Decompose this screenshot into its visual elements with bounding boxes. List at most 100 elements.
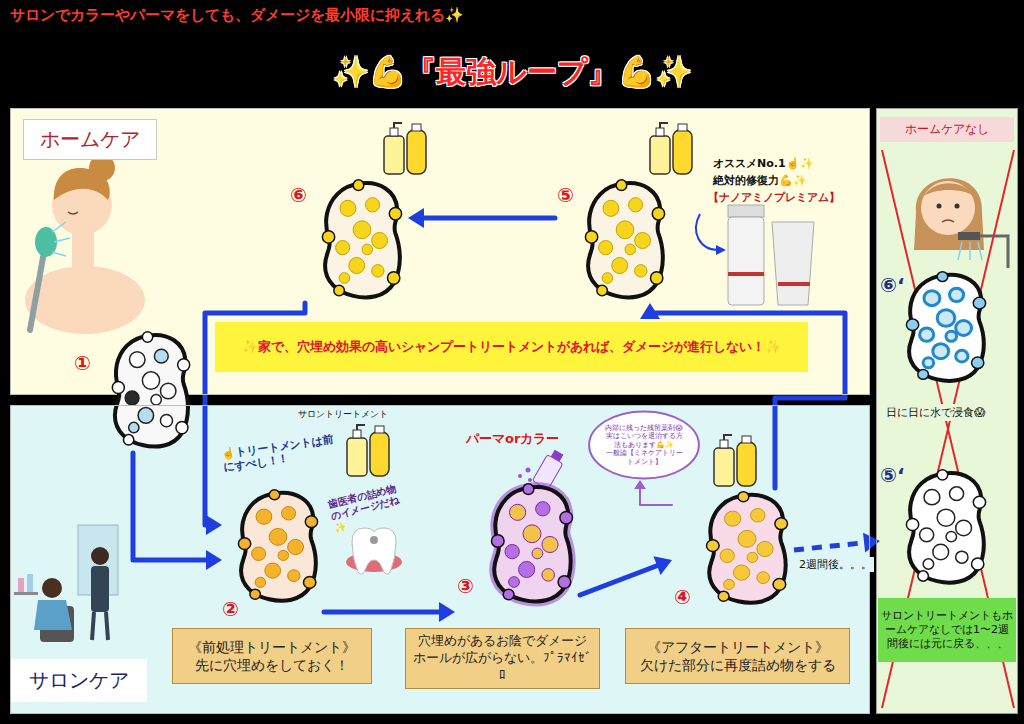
hair-strand (923, 559, 934, 569)
hair-stage: ④ (672, 488, 794, 612)
panel-label: ホームケア (23, 119, 157, 160)
hair-strand (599, 241, 613, 255)
hair-strand (282, 507, 296, 520)
hair-strand (738, 530, 756, 547)
arrow-head (206, 550, 222, 570)
hair-strand (972, 558, 984, 570)
hair-strand (334, 285, 345, 296)
step-number: ⑤‘ (880, 464, 905, 486)
product-bottles (728, 272, 764, 276)
product-bottles (696, 205, 814, 305)
hair-strand (902, 468, 990, 588)
hair-strand (372, 265, 384, 278)
hair-strand (176, 422, 188, 434)
hair-strand (112, 381, 124, 393)
arrow-head (653, 556, 672, 575)
arrow-line (580, 564, 662, 595)
hair-strand (372, 232, 388, 248)
hair-strand (288, 570, 300, 582)
hair-strand (349, 257, 365, 273)
spray-bottle (551, 450, 564, 462)
hair-strand (503, 589, 514, 600)
node-text: 穴埋めがあるお陰でダメージホールが広がらない。ﾌﾟﾗﾏｲｾﾞﾛ (412, 633, 593, 684)
hair-stage: ⑤ (555, 178, 671, 303)
hair-strand (238, 538, 250, 550)
hair-strand (142, 332, 152, 342)
hair-strand (389, 207, 401, 220)
salon-scene (14, 525, 118, 642)
node-text: 《アフタートリートメント》 (647, 638, 829, 656)
hair-strand (269, 490, 280, 500)
hair-strand (707, 540, 720, 552)
product-name: 【ナノアミノプレミアム】 (708, 190, 840, 205)
worried-woman (914, 178, 984, 250)
hair-strand (902, 270, 990, 386)
hair-strand (973, 297, 985, 309)
home-panel-fill (10, 108, 870, 395)
hair-strand (775, 518, 788, 530)
product-bottles (716, 245, 726, 255)
hair-strand (906, 519, 918, 531)
hair-strand (725, 511, 741, 526)
treatment-bottles (347, 425, 389, 476)
cross-out (882, 150, 1014, 708)
status-note: 日に日に水で浸食😱 (884, 404, 987, 421)
worried-woman (924, 183, 974, 196)
product-bottles (728, 205, 764, 217)
hair-strand (757, 541, 773, 556)
hair-strand (738, 492, 749, 502)
hair-strand (388, 272, 400, 285)
flow-arrow (408, 208, 555, 228)
hair-strand (142, 372, 159, 389)
hair-strand (178, 359, 190, 371)
hair-strand (612, 257, 628, 273)
hair-strand (602, 273, 613, 284)
tooth (346, 528, 402, 574)
hair-strand (123, 435, 133, 445)
hair-strand (255, 577, 266, 587)
hair-strand (108, 330, 194, 452)
hair-strand (362, 244, 373, 255)
hair-strand (288, 539, 304, 554)
hair-strand (933, 344, 949, 359)
node-text: 内部に残った残留薬剤😱 (605, 424, 682, 432)
arrow-head (640, 303, 660, 319)
showering-woman (68, 212, 78, 214)
hair-strand (115, 335, 188, 447)
hair-strand (702, 490, 792, 608)
hair-strand (616, 221, 634, 239)
cross-out (882, 150, 1014, 708)
hair-strand (920, 528, 934, 542)
hair-strand (542, 536, 558, 552)
hair-strand (505, 545, 519, 559)
node-text: ✨家で、穴埋め効果の高いシャンプートリートメントがあれば、ダメージが進行しない！… (242, 339, 781, 356)
hair-strand (542, 569, 555, 582)
salon-scene (42, 578, 62, 598)
tip-note: ☝️トリートメントは前にすべし！！ (221, 432, 342, 475)
hair-strand (154, 349, 168, 363)
product-bottles (772, 222, 814, 305)
showering-woman (52, 222, 70, 256)
step-number: ⑤ (557, 184, 574, 206)
hair-strand (510, 504, 526, 520)
product-bottles (778, 282, 810, 286)
arrow-head (408, 208, 424, 228)
product-note: オススメNo.1☝️✨ (713, 156, 814, 171)
no-home-care-panel: ホームケアなし⑥‘⑤‘サロントリートメントもホームケアなしでは1〜2週間後には元… (876, 108, 1018, 714)
hair-strand (509, 577, 520, 588)
arrow-head (439, 602, 455, 622)
hair-stage: ② (222, 488, 324, 622)
hair-strand (720, 549, 734, 562)
hair-strand (494, 487, 571, 601)
hair-strand (250, 589, 261, 599)
panel-label: ホームケアなし (880, 117, 1014, 142)
hair-strand (652, 207, 664, 220)
hair-strand (487, 482, 577, 607)
hair-strand (366, 198, 380, 212)
hair-strand (724, 579, 735, 589)
hair-strand (241, 493, 316, 601)
hair-stage: ⑥ (288, 178, 408, 303)
hair-strand (560, 511, 573, 524)
hair-strand (492, 535, 505, 548)
